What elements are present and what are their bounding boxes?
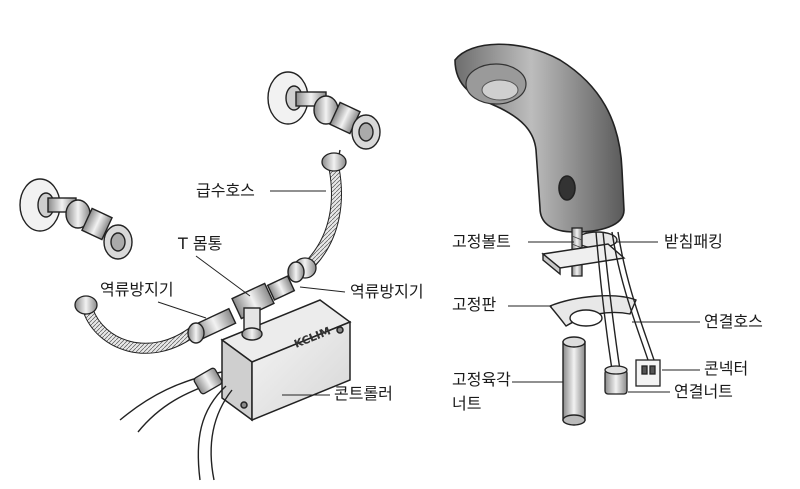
sensor-faucet xyxy=(454,43,625,233)
label-controller: 콘트롤러 xyxy=(334,384,393,403)
connection-nut xyxy=(604,365,628,395)
fixing-plate xyxy=(548,295,637,327)
label-connection-hose: 연결호스 xyxy=(704,312,763,331)
fixing-plate-upper xyxy=(541,243,626,276)
label-supply-hose: 급수호스 xyxy=(196,181,255,200)
controller-box xyxy=(220,299,352,422)
label-connection-nut: 연결너트 xyxy=(674,382,733,401)
supply-hose-top xyxy=(293,152,347,279)
connector xyxy=(635,359,661,387)
left-leader-lines xyxy=(157,190,346,396)
cable-nut xyxy=(193,367,223,395)
right-leader-lines xyxy=(508,241,700,393)
check-valve-right xyxy=(287,261,305,283)
label-hex-nut-line1: 고정육각 xyxy=(452,370,511,389)
hex-nut xyxy=(562,336,586,426)
label-fixing-bolt: 고정볼트 xyxy=(452,232,511,251)
connection-hoses xyxy=(595,231,655,371)
label-check-valve-right: 역류방지기 xyxy=(350,282,424,301)
label-support-packing: 받침패킹 xyxy=(664,232,723,251)
angle-valve-left xyxy=(19,178,133,260)
label-hex-nut-line2: 너트 xyxy=(452,394,482,413)
controller-cables xyxy=(119,371,233,481)
angle-valve-top xyxy=(267,71,381,169)
label-t-body: T 몸통 xyxy=(178,234,223,253)
label-fixing-plate: 고정판 xyxy=(452,295,497,314)
check-valve-left xyxy=(187,307,237,344)
supply-hose-left xyxy=(74,295,199,354)
t-body xyxy=(231,275,296,341)
label-connector: 콘넥터 xyxy=(704,359,749,378)
label-check-valve-left: 역류방지기 xyxy=(100,280,174,299)
